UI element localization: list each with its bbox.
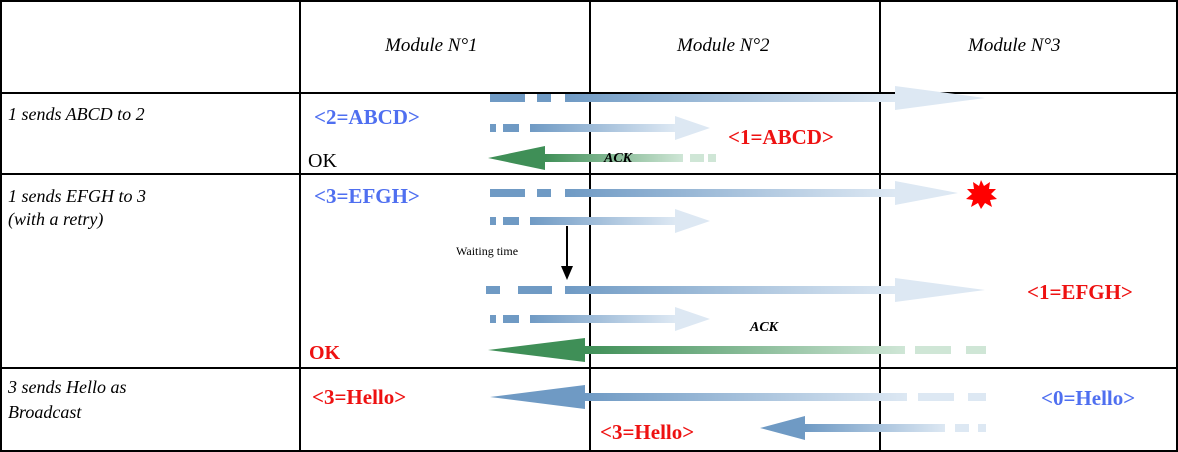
column-divider-label <box>299 0 301 452</box>
row2-ack-label: ACK <box>750 320 779 335</box>
row2-send-message: <3=EFGH> <box>314 184 420 208</box>
column-divider-m1-m2 <box>589 0 591 452</box>
arrow-efgh-short-first <box>490 209 710 233</box>
table-left-border <box>0 0 2 452</box>
waiting-time-label: Waiting time <box>456 244 519 258</box>
header-module1: Module N°1 <box>385 35 478 56</box>
row3-receive-m2: <3=Hello> <box>600 420 695 444</box>
waiting-time-arrow <box>561 226 573 280</box>
row1-receive-message: <1=ABCD> <box>728 125 834 149</box>
row2-label-line2: (with a retry) <box>8 209 104 229</box>
row3-receive-m1: <3=Hello> <box>312 385 407 409</box>
arrow-efgh-first-try <box>490 181 958 205</box>
arrow-abcd-long <box>490 86 985 110</box>
row1-ack-label: ACK <box>604 151 633 166</box>
row3-send-message: <0=Hello> <box>1041 386 1136 410</box>
arrow-abcd-ack <box>488 146 716 170</box>
table-right-border <box>1176 0 1178 452</box>
arrow-efgh-retry <box>486 278 985 302</box>
header-module3: Module N°3 <box>968 35 1061 56</box>
arrow-efgh-short-retry <box>490 307 710 331</box>
collision-icon <box>966 180 997 209</box>
arrow-hello-to-m2 <box>760 416 986 440</box>
arrow-abcd-short <box>490 116 710 140</box>
row2-receive-message: <1=EFGH> <box>1027 280 1133 304</box>
row3-label-line1: 3 sends Hello as <box>8 377 127 397</box>
row3-label-line2: Broadcast <box>8 402 82 422</box>
column-divider-m2-m3 <box>879 0 881 452</box>
row2-label-line1: 1 sends EFGH to 3 <box>8 186 146 206</box>
arrow-hello-broadcast <box>490 385 986 409</box>
row1-send-message: <2=ABCD> <box>314 105 420 129</box>
row1-label: 1 sends ABCD to 2 <box>8 104 145 124</box>
row2-ok-label: OK <box>309 342 341 364</box>
arrow-efgh-ack <box>488 338 986 362</box>
header-module2: Module N°2 <box>677 35 770 56</box>
row1-ok-label: OK <box>308 150 337 172</box>
